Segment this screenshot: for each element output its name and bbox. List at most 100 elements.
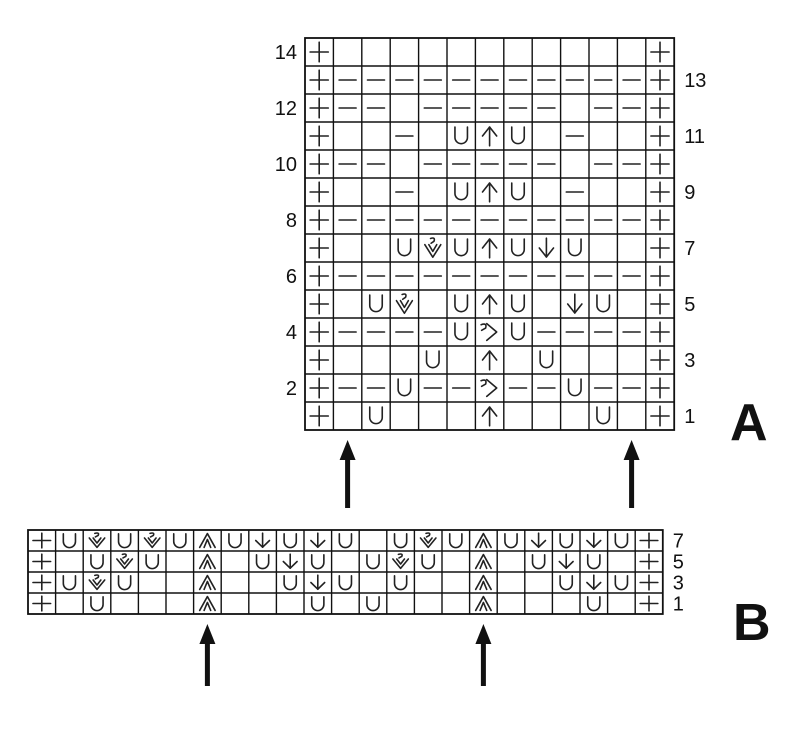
row-number: 6 bbox=[286, 266, 297, 288]
row-number: 7 bbox=[684, 238, 695, 260]
pattern-repeat-arrow-icon bbox=[623, 440, 640, 508]
yarn-over-icon bbox=[614, 532, 629, 549]
yarn-over-icon bbox=[310, 553, 325, 570]
yarn-over-icon bbox=[145, 553, 160, 570]
yarn-over-icon bbox=[448, 532, 463, 549]
yarn-over-icon bbox=[255, 553, 270, 570]
knit-plus-icon bbox=[309, 321, 330, 343]
yarn-over-icon bbox=[117, 532, 132, 549]
decrease-arrow-down-icon bbox=[530, 532, 547, 549]
knit-plus-icon bbox=[650, 237, 670, 259]
decrease-arrow-up-icon bbox=[481, 350, 498, 371]
knit-plus-icon bbox=[650, 41, 670, 63]
row-number: 14 bbox=[275, 42, 297, 64]
double-decrease-icon bbox=[474, 574, 492, 591]
yarn-over-icon bbox=[62, 532, 77, 549]
yarn-over-icon bbox=[614, 574, 629, 591]
knit-plus-icon bbox=[309, 237, 330, 259]
knit-plus-icon bbox=[650, 265, 670, 287]
yarn-over-icon bbox=[510, 182, 526, 201]
knit-plus-icon bbox=[639, 595, 659, 612]
yarn-over-icon bbox=[596, 406, 611, 425]
knit-plus-icon bbox=[650, 97, 670, 119]
yarn-over-icon bbox=[454, 238, 469, 257]
pattern-repeat-arrow-icon bbox=[199, 624, 216, 686]
knit-plus-icon bbox=[639, 574, 659, 591]
knit-plus-icon bbox=[650, 293, 670, 315]
decrease-arrow-up-icon bbox=[481, 406, 498, 427]
yarn-over-icon bbox=[454, 294, 469, 313]
double-decrease-icon bbox=[474, 553, 492, 570]
knit-plus-icon bbox=[309, 405, 330, 427]
knit-plus-icon bbox=[639, 532, 659, 549]
yarn-over-icon bbox=[366, 553, 380, 570]
chart-label: B bbox=[733, 594, 771, 652]
yarn-over-icon bbox=[421, 553, 436, 570]
yarn-over-icon bbox=[397, 238, 412, 257]
yarn-over-icon bbox=[510, 294, 526, 313]
increase-three-icon bbox=[392, 553, 410, 570]
increase-three-icon bbox=[116, 553, 134, 570]
knit-plus-icon bbox=[309, 265, 330, 287]
knit-plus-icon bbox=[650, 349, 670, 371]
decrease-arrow-down-icon bbox=[586, 532, 602, 549]
increase-three-icon bbox=[143, 532, 161, 549]
yarn-over-icon bbox=[539, 350, 554, 369]
decrease-arrow-down-icon bbox=[310, 532, 326, 549]
pattern-repeat-arrow-icon bbox=[475, 624, 492, 686]
row-number: 3 bbox=[684, 350, 695, 372]
decrease-arrow-up-icon bbox=[481, 126, 498, 147]
row-number: 11 bbox=[684, 126, 705, 148]
decrease-arrow-down-icon bbox=[310, 574, 326, 591]
yarn-over-icon bbox=[338, 532, 353, 549]
knit-plus-icon bbox=[32, 553, 52, 570]
yarn-over-icon bbox=[559, 574, 574, 591]
knit-plus-icon bbox=[650, 69, 670, 91]
row-number: 1 bbox=[673, 594, 684, 616]
yarn-over-icon bbox=[510, 126, 526, 145]
increase-three-icon bbox=[88, 532, 106, 549]
row-number: 12 bbox=[275, 98, 297, 120]
row-number: 1 bbox=[684, 406, 695, 428]
double-decrease-icon bbox=[198, 553, 216, 570]
double-decrease-icon bbox=[198, 532, 216, 549]
yarn-over-icon bbox=[90, 595, 104, 612]
row-number: 2 bbox=[286, 378, 297, 400]
yarn-over-icon bbox=[567, 238, 582, 257]
double-decrease-icon bbox=[474, 532, 492, 549]
knit-plus-icon bbox=[650, 405, 670, 427]
yarn-over-icon bbox=[559, 532, 574, 549]
decrease-arrow-up-icon bbox=[481, 182, 498, 203]
yarn-over-icon bbox=[368, 406, 384, 425]
knit-plus-icon bbox=[650, 321, 670, 343]
yarn-over-icon bbox=[283, 574, 298, 591]
yarn-over-icon bbox=[596, 294, 611, 313]
knit-plus-icon bbox=[309, 377, 330, 399]
decrease-arrow-down-icon bbox=[282, 553, 298, 570]
knit-plus-icon bbox=[650, 209, 670, 231]
double-decrease-icon bbox=[198, 595, 216, 612]
yarn-over-icon bbox=[510, 322, 526, 341]
yarn-over-icon bbox=[228, 532, 242, 549]
knit-plus-icon bbox=[309, 181, 330, 203]
knit-plus-icon bbox=[650, 125, 670, 147]
double-decrease-icon bbox=[198, 574, 216, 591]
yarn-over-icon bbox=[338, 574, 353, 591]
knit-plus-icon bbox=[650, 153, 670, 175]
yarn-over-icon bbox=[586, 553, 601, 570]
yarn-over-icon bbox=[366, 595, 380, 612]
knit-plus-icon bbox=[309, 41, 330, 63]
knit-plus-icon bbox=[650, 181, 670, 203]
knit-plus-icon bbox=[639, 553, 659, 570]
increase-three-icon bbox=[424, 237, 442, 259]
yarn-over-icon bbox=[454, 126, 469, 145]
yarn-over-icon bbox=[310, 595, 325, 612]
knit-plus-icon bbox=[309, 97, 330, 119]
increase-three-icon bbox=[88, 574, 106, 591]
knit-plus-icon bbox=[32, 532, 52, 549]
yarn-over-icon bbox=[531, 553, 546, 570]
knit-plus-icon bbox=[309, 153, 330, 175]
